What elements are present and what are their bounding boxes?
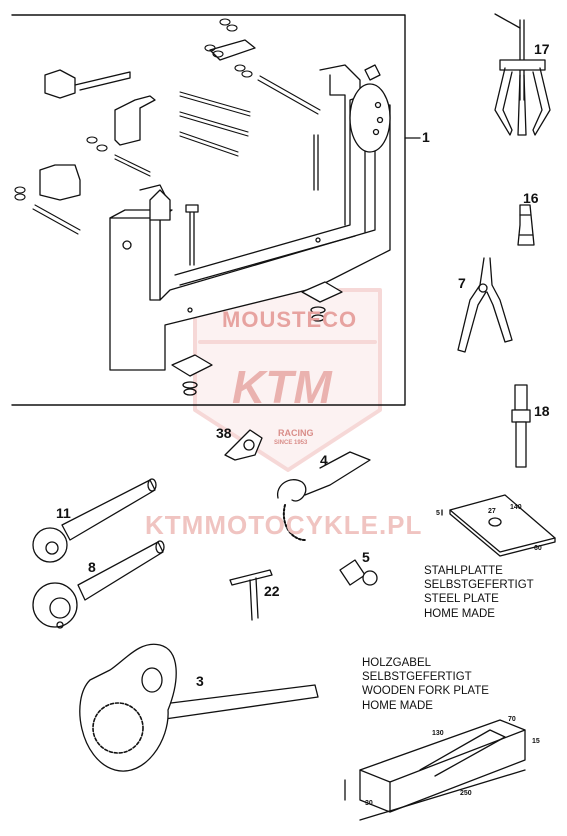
stand-assembly [109,64,391,371]
tool-18 [511,384,531,468]
watermark-brand-since: SINCE 1953 [274,440,308,446]
wooden-plate-line-4: HOME MADE [362,699,433,712]
spanner-8 [32,540,165,629]
wooden-plate-height-dim: 15 [532,738,540,745]
pliers-7 [457,257,513,353]
steel-plate-length-dim: 140 [510,504,522,511]
wooden-plate-line-2: SELBSTGEFERTIGT [362,671,472,684]
wooden-plate-depth-dim: 70 [508,716,516,723]
callout-38: 38 [216,425,232,441]
steel-plate-hole-dim: 27 [488,508,496,515]
wooden-plate-line-1: HOLZGABEL [362,657,432,669]
callout-8: 8 [88,559,96,575]
spanner-11 [32,478,157,563]
callout-17: 17 [534,41,550,57]
adapter-5 [339,559,378,586]
bolts-and-nuts [14,18,321,235]
steel-plate-width-dim: 60 [534,545,542,552]
tool-16 [517,204,535,246]
callout-22: 22 [264,583,280,599]
wooden-plate-front-dim: 30 [365,800,373,807]
steel-plate-note: STAHLPLATTE SELBSTGEFERTIGT STEEL PLATE … [424,564,534,621]
puller-17 [494,13,551,136]
callout-5: 5 [362,549,370,565]
steel-plate-line-4: HOME MADE [424,607,495,620]
bracket-22 [229,569,273,621]
callout-7: 7 [458,275,466,291]
steel-plate-line-3: STEEL PLATE [424,593,499,606]
wooden-plate-line-3: WOODEN FORK PLATE [362,685,489,698]
steel-plate-drawing [441,494,556,557]
callout-16: 16 [523,190,539,206]
hook-wrench-4 [277,451,371,541]
wooden-plate-length-dim: 250 [460,790,472,797]
watermark-site: KTMMOTOCYKLE.PL [145,510,423,540]
brackets [39,39,256,201]
wooden-fork-plate-drawing [344,719,526,821]
callout-1: 1 [422,129,430,145]
steel-plate-thickness-dim: 5 [436,510,440,517]
watermark-brand-top: MOUSTECO [222,307,358,332]
watermark-brand-sub: RACING [278,428,314,438]
wooden-plate-note: HOLZGABEL SELBSTGEFERTIGT WOODEN FORK PL… [362,656,489,713]
watermark-brand-logo: KTM [232,361,332,413]
callout-11: 11 [56,505,71,521]
callout-18: 18 [534,403,550,419]
callout-3: 3 [196,673,204,689]
tool-38 [224,429,263,461]
wooden-plate-top-dim: 130 [432,730,444,737]
stand-frame-box [11,14,406,406]
clutch-holder-3 [79,643,319,772]
steel-plate-line-1: STAHLPLATTE [424,565,503,577]
steel-plate-line-2: SELBSTGEFERTIGT [424,579,534,592]
callout-4: 4 [320,452,328,468]
foot-plates [171,281,343,396]
